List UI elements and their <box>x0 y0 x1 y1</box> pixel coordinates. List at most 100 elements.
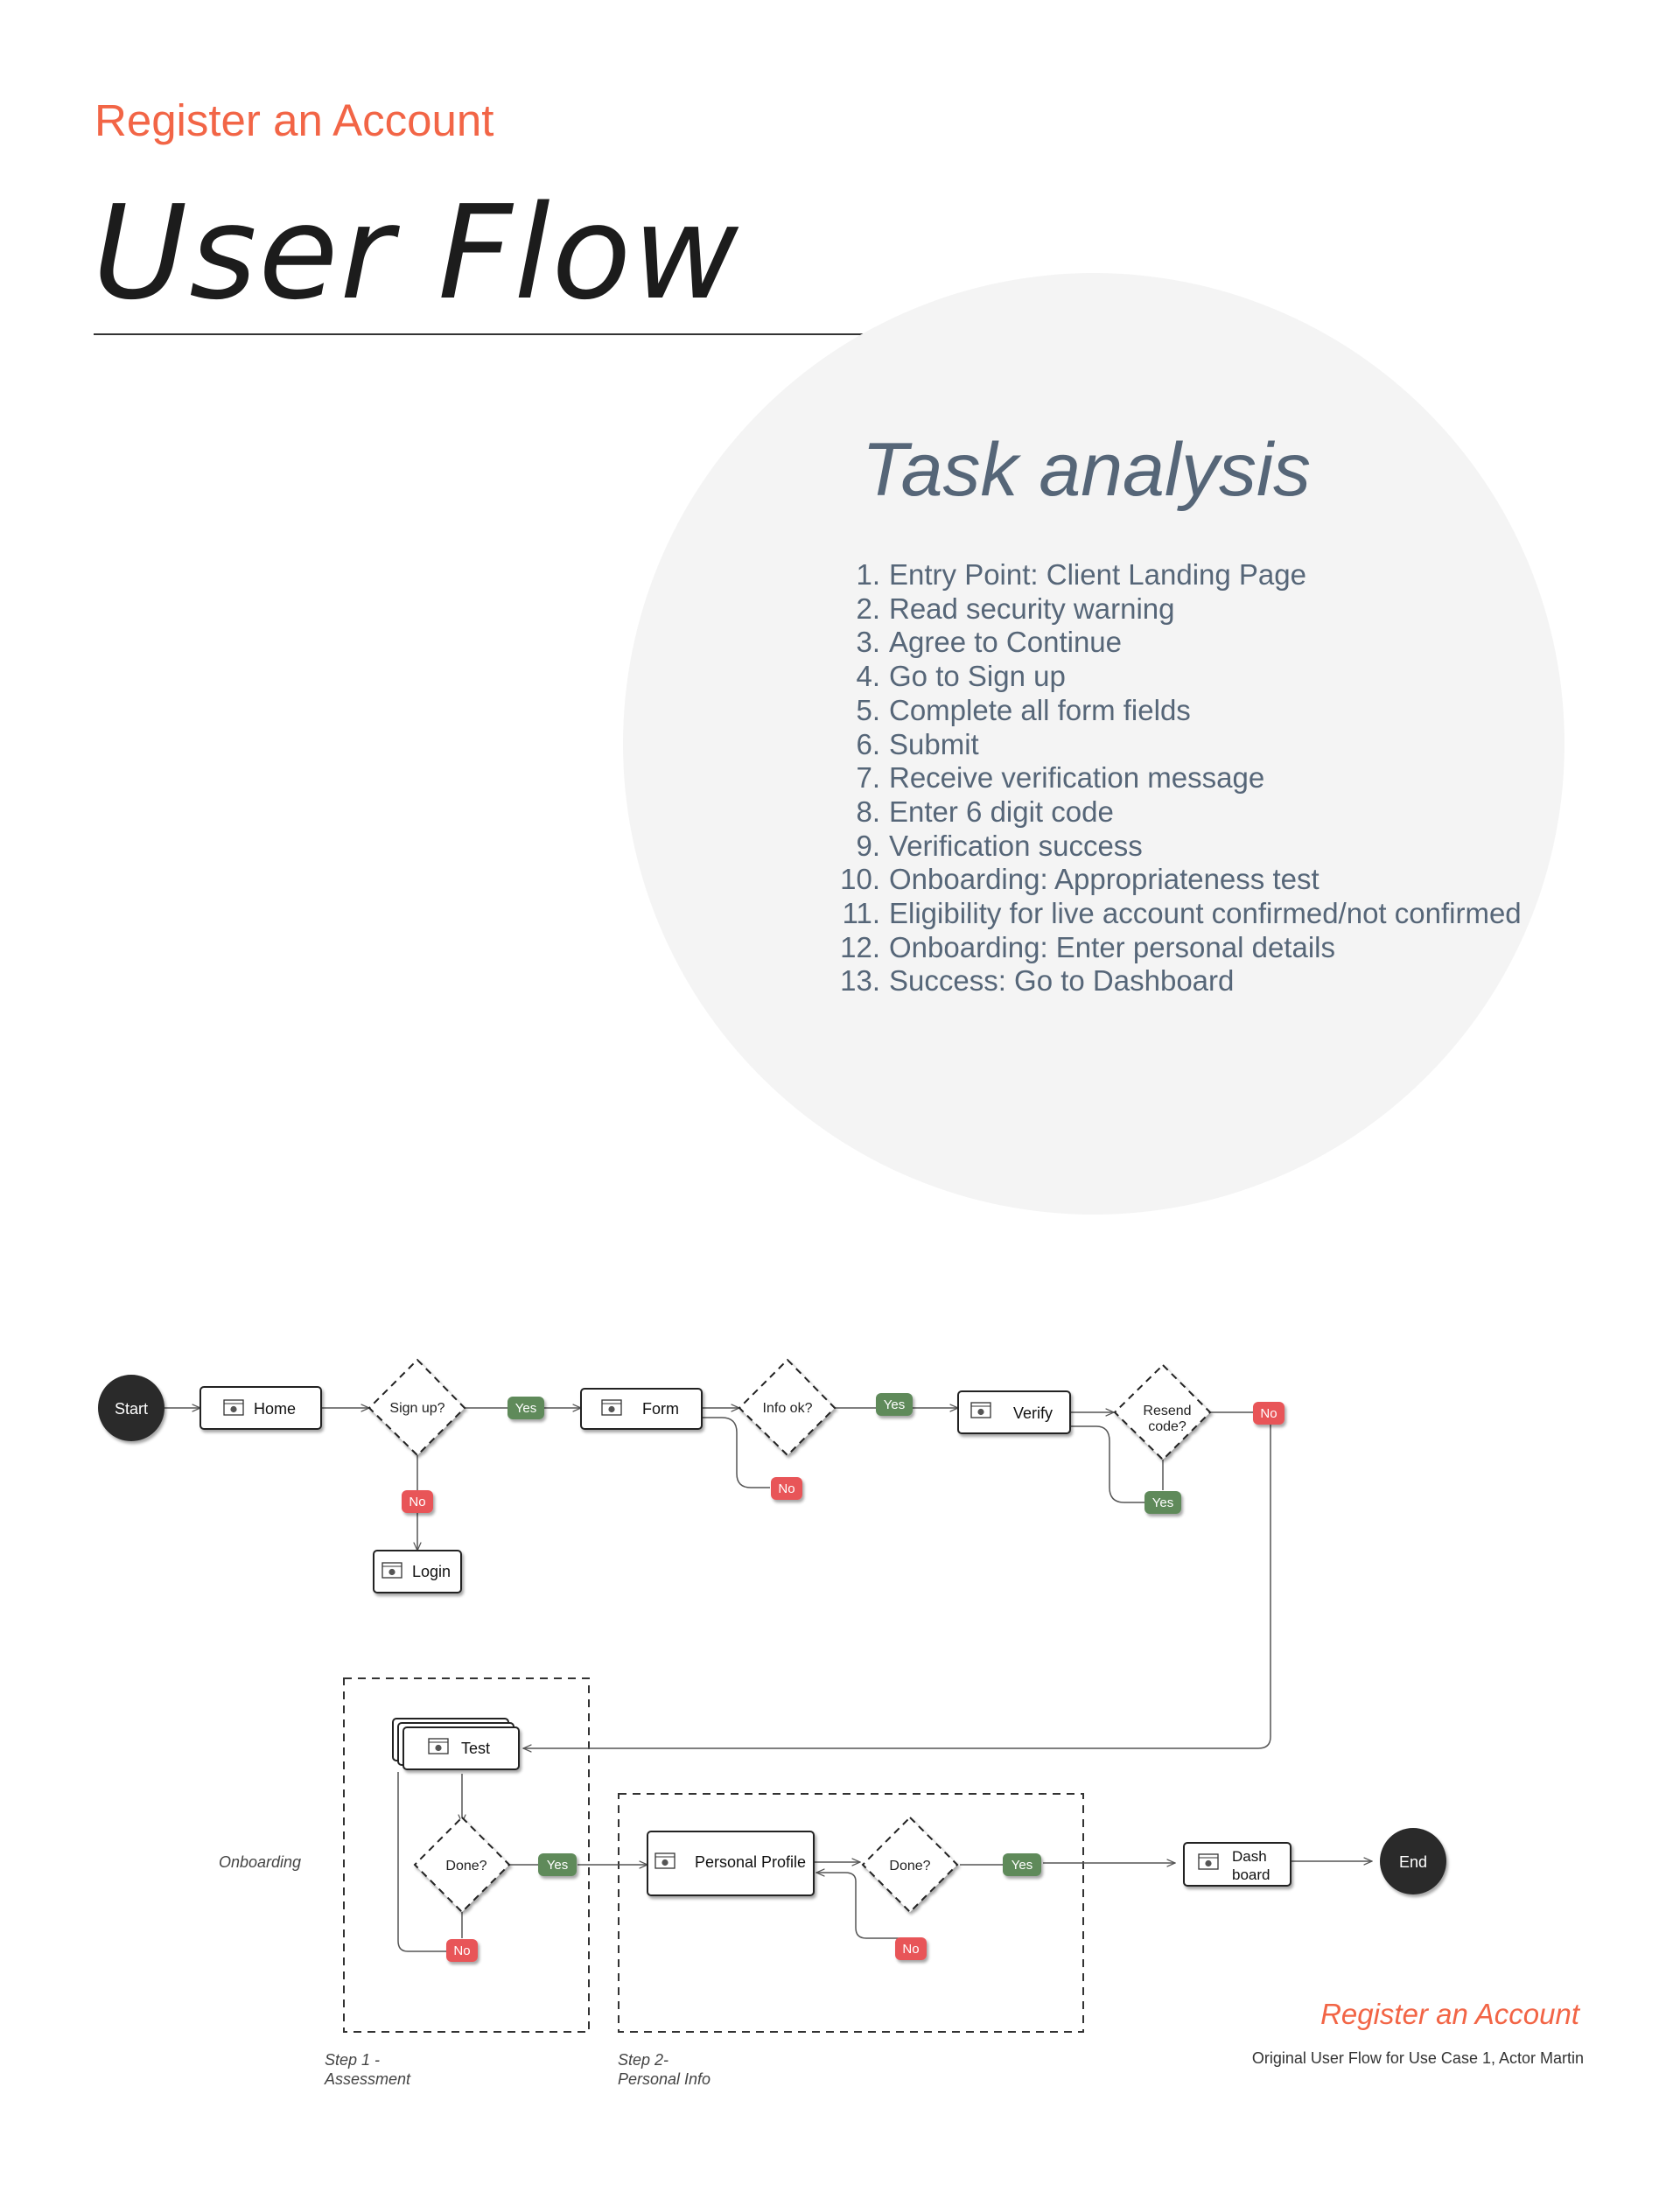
no-badge: No <box>1253 1402 1284 1425</box>
test-node: Test <box>392 1718 520 1770</box>
task-item: 4. Go to Sign up <box>822 660 1522 694</box>
task-item: 1. Entry Point: Client Landing Page <box>822 558 1522 592</box>
verify-node: Verify <box>957 1390 1071 1434</box>
login-label: Login <box>412 1563 451 1580</box>
login-node: Login <box>373 1550 462 1593</box>
task-item: 7. Receive verification message <box>822 761 1522 795</box>
task-item: 5.Complete all form fields <box>822 694 1522 728</box>
task-number: 2. <box>856 592 880 625</box>
info-ok-label: Info ok? <box>763 1401 813 1416</box>
personal-profile-node: Personal Profile <box>647 1831 815 1896</box>
done-decision-2 <box>861 1816 959 1914</box>
personal-profile-label: Personal Profile <box>695 1853 806 1871</box>
no-label: No <box>1260 1406 1277 1421</box>
dashboard-node: Dash board <box>1183 1842 1292 1887</box>
task-number: 11. <box>842 897 880 930</box>
task-text: Go to Sign up <box>889 660 1066 693</box>
step2-caption: Step 2- Personal Info <box>618 2050 710 2089</box>
end-label: End <box>1399 1853 1427 1871</box>
step2-caption-line2: Personal Info <box>618 2070 711 2088</box>
title-divider <box>94 333 909 335</box>
onboarding-group-label: Onboarding <box>219 1853 302 1871</box>
task-item: 9. Verification success <box>822 830 1522 864</box>
no-label: No <box>902 1942 919 1957</box>
no-badge: No <box>402 1490 433 1513</box>
edge-no-test <box>523 1423 1271 1748</box>
start-node: Start <box>98 1375 164 1441</box>
task-text: Onboarding: Appropriateness test <box>889 863 1320 896</box>
home-node: Home <box>200 1386 322 1430</box>
signup-decision <box>368 1358 466 1457</box>
task-text: Submit <box>889 727 979 760</box>
no-badge: No <box>895 1937 927 1960</box>
task-analysis-circle <box>623 273 1564 1215</box>
task-text: Success: Go to Dashboard <box>889 964 1235 998</box>
yes-badge: Yes <box>1144 1491 1181 1514</box>
resend-label-1: Resend <box>1143 1404 1191 1418</box>
form-label: Form <box>642 1400 679 1418</box>
yes-label: Yes <box>515 1401 536 1416</box>
step1-caption: Step 1 - Assessment <box>325 2050 410 2089</box>
page-icon <box>601 1399 622 1416</box>
done-label-2: Done? <box>889 1859 930 1873</box>
task-number: 5. <box>856 693 880 726</box>
done-label-1: Done? <box>445 1859 486 1873</box>
start-label: Start <box>115 1400 148 1418</box>
home-label: Home <box>254 1400 296 1418</box>
step1-caption-line2: Assessment <box>325 2070 411 2088</box>
task-number: 1. <box>856 558 880 591</box>
page-icon <box>1198 1853 1219 1870</box>
no-label: No <box>409 1495 425 1509</box>
task-text: Onboarding: Enter personal details <box>889 930 1335 963</box>
edge-resend-yes <box>1071 1425 1144 1503</box>
task-item: 12.Onboarding: Enter personal details <box>822 931 1522 965</box>
task-text: Read security warning <box>889 592 1175 625</box>
task-item: 8. Enter 6 digit code <box>822 795 1522 830</box>
task-number: 4. <box>856 660 880 693</box>
page-icon <box>223 1399 244 1416</box>
step1-frame <box>343 1677 590 2033</box>
task-text: Verification success <box>889 829 1143 862</box>
task-number: 9. <box>856 829 880 862</box>
end-node: End <box>1380 1828 1446 1894</box>
task-item: 6. Submit <box>822 728 1522 762</box>
done-decision-1 <box>413 1816 511 1914</box>
step2-frame <box>618 1793 1084 2033</box>
page-title: User Flow <box>93 178 741 328</box>
yes-label: Yes <box>884 1397 905 1412</box>
task-item: 11.Eligibility for live account confirme… <box>822 897 1522 931</box>
resend-decision <box>1113 1363 1212 1461</box>
dashboard-label-2: board <box>1232 1866 1270 1883</box>
yes-label: Yes <box>1152 1495 1173 1510</box>
form-node: Form <box>580 1388 703 1430</box>
task-text: Entry Point: Client Landing Page <box>889 558 1306 591</box>
task-item: 3. Agree to Continue <box>822 626 1522 660</box>
page-icon <box>654 1852 676 1869</box>
task-number: 7. <box>856 761 880 795</box>
yes-label: Yes <box>547 1858 568 1873</box>
page-icon <box>970 1402 991 1418</box>
task-text: Enter 6 digit code <box>889 795 1114 828</box>
no-badge: No <box>446 1939 478 1962</box>
yes-badge: Yes <box>1003 1853 1041 1876</box>
yes-label: Yes <box>1012 1858 1032 1873</box>
task-number: 6. <box>856 727 880 760</box>
yes-badge: Yes <box>508 1397 544 1419</box>
yes-badge: Yes <box>538 1853 577 1876</box>
edge-info-no <box>702 1417 770 1488</box>
no-label: No <box>778 1481 794 1496</box>
step1-caption-line1: Step 1 - <box>325 2051 381 2069</box>
no-label: No <box>453 1943 470 1958</box>
task-text: Agree to Continue <box>889 626 1123 659</box>
task-text: Receive verification message <box>889 761 1265 795</box>
task-number: 3. <box>856 626 880 659</box>
signup-label: Sign up? <box>389 1401 444 1416</box>
edge-done2-no-loop <box>816 1873 910 1939</box>
task-analysis-heading: Task analysis <box>862 428 1312 512</box>
dashboard-label-1: Dash <box>1232 1848 1267 1865</box>
header-kicker: Register an Account <box>94 95 494 145</box>
footer-title: Register an Account <box>1320 1998 1579 2030</box>
task-number: 8. <box>856 795 880 828</box>
task-analysis-list: 1. Entry Point: Client Landing Page 2. Rea… <box>822 558 1522 998</box>
